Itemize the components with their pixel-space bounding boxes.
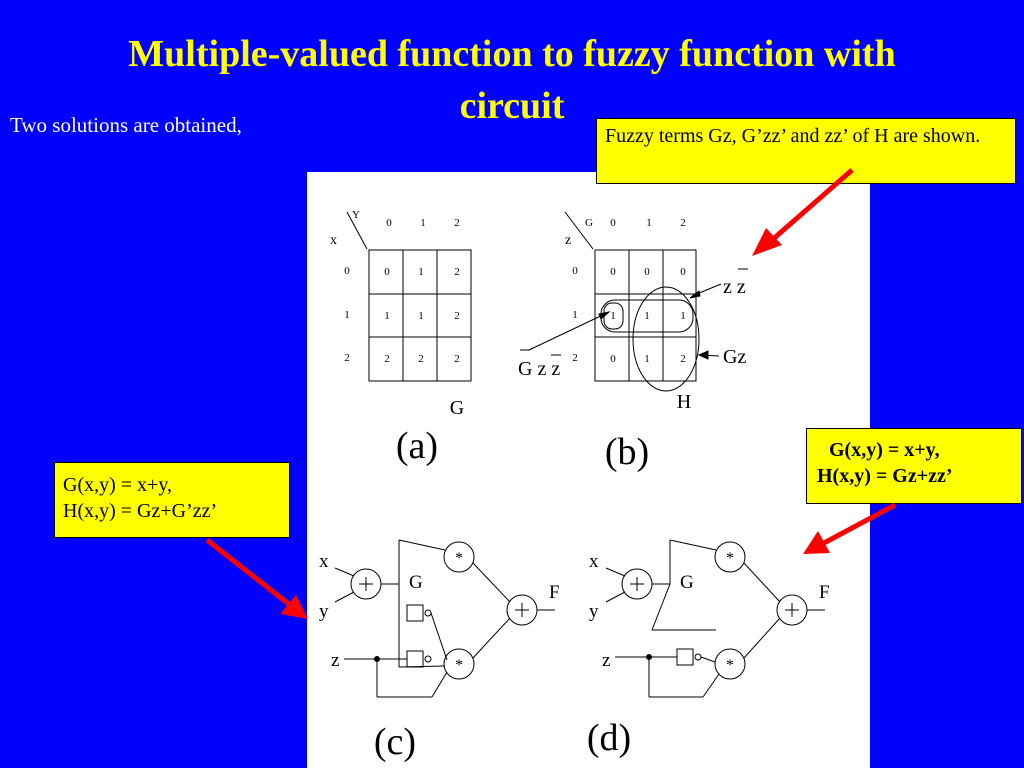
title-line-1: Multiple-valued function to fuzzy functi…: [128, 33, 896, 75]
figure-panel: Y x 0 1 2 0 1 2 0 1 2 1 1: [307, 172, 870, 768]
kmap-b-cell: 0: [610, 266, 616, 278]
kmap-a-cell: 2: [418, 353, 424, 365]
kmap-a-name: G: [450, 397, 464, 419]
mult-top-d: [714, 541, 746, 573]
kmap-a-row-2: 2: [344, 352, 350, 364]
circuit-c-f: F: [549, 582, 560, 603]
kmap-b-name: H: [677, 391, 691, 413]
circuit-d-z: z: [602, 650, 610, 671]
subtitle: Two solutions are obtained,: [10, 113, 242, 137]
kmap-b: G z 0 1 2 0 1 2 0: [518, 211, 748, 473]
svg-text:*: *: [455, 657, 463, 674]
kmap-a-row-var: x: [330, 233, 337, 248]
kmap-a-row-0: 0: [344, 265, 350, 277]
note-solution-c: G(x,y) = x+y, H(x,y) = Gz+G’zz’: [54, 462, 290, 538]
kmap-a-cell: 1: [418, 266, 424, 278]
kmap-b-cell: 1: [644, 310, 650, 322]
kmap-a-col-0: 0: [386, 217, 392, 229]
mult-top-c: [443, 541, 475, 573]
kmap-b-cell: 2: [680, 353, 686, 365]
kmap-a: Y x 0 1 2 0 1 2 0 1 2 1 1: [330, 209, 472, 467]
kmap-a-col-var: Y: [352, 209, 360, 221]
circuit-d-labels: x y z G F * *: [589, 550, 830, 674]
circuit-c-z: z: [331, 650, 339, 671]
kmap-b-cell: 1: [680, 310, 686, 322]
kmap-a-grid: [368, 249, 472, 382]
note-solution-d: G(x,y) = x+y, H(x,y) = Gz+zz’: [806, 428, 1022, 504]
circuit-c: [334, 539, 555, 698]
note-fuzzy-terms: Fuzzy terms Gz, G’zz’ and zz’ of H are s…: [596, 118, 1016, 184]
arrow-to-circuit-c: [205, 538, 308, 619]
caption-a: (a): [396, 425, 438, 467]
caption-b: (b): [605, 431, 649, 473]
kmap-a-cell: 0: [384, 266, 390, 278]
note-solution-c-line2: H(x,y) = Gz+G’zz’: [63, 500, 218, 522]
circuit-d-y: y: [589, 601, 599, 622]
circuit-c-y: y: [319, 601, 329, 622]
kmap-b-col-1: 1: [646, 217, 652, 229]
note-solution-d-line2: H(x,y) = Gz+zz’: [817, 465, 953, 487]
caption-c: (c): [374, 721, 416, 763]
slide-title: Multiple-valued function to fuzzy functi…: [0, 28, 1024, 132]
kmap-b-row-2: 2: [572, 352, 578, 364]
kmap-b-cell: 0: [680, 266, 686, 278]
kmap-b-cell: 0: [644, 266, 650, 278]
kmap-b-cell: 0: [610, 353, 616, 365]
label-gz: Gz: [723, 346, 746, 368]
kmap-a-col-2: 2: [454, 217, 460, 229]
label-gzz-bar: G z z: [518, 349, 561, 380]
kmap-a-cell: 2: [384, 353, 390, 365]
kmap-b-col-2: 2: [680, 217, 686, 229]
kmap-a-cell: 2: [454, 310, 460, 322]
circuit-d-f: F: [819, 582, 830, 603]
kmap-a-diagonal: [346, 211, 368, 250]
kmap-a-col-1: 1: [420, 217, 426, 229]
not-gate-d: [676, 648, 694, 666]
not-gate-top-c: [406, 604, 424, 622]
svg-text:*: *: [726, 657, 734, 674]
kmap-b-row-1: 1: [572, 309, 578, 321]
kmap-a-cell: 2: [454, 266, 460, 278]
title-line-2: circuit: [459, 85, 565, 127]
mult-bottom-d: [714, 648, 746, 680]
kmap-b-row-0: 0: [572, 265, 578, 277]
svg-text:*: *: [455, 550, 463, 567]
figure-svg: Y x 0 1 2 0 1 2 0 1 2 1 1: [319, 209, 830, 763]
label-gzz: G z z: [518, 358, 560, 380]
caption-d: (d): [587, 717, 631, 759]
note-solution-c-line1: G(x,y) = x+y,: [63, 474, 173, 496]
kmap-b-row-var: z: [565, 233, 571, 248]
mult-bottom-c: [443, 648, 475, 680]
kmap-a-cell: 1: [418, 310, 424, 322]
kmap-b-cell: 1: [610, 310, 616, 322]
kmap-a-cell: 1: [384, 310, 390, 322]
circuit-c-x: x: [319, 551, 329, 572]
note-solution-d-line1: G(x,y) = x+y,: [829, 439, 940, 461]
not-gate-bottom-c: [406, 650, 424, 668]
kmap-b-col-var: G: [585, 217, 593, 229]
label-zz: z z: [723, 276, 746, 298]
circuit-c-labels: x y z G F * *: [319, 550, 560, 674]
circuit-d-x: x: [589, 551, 599, 572]
kmap-a-cell: 2: [454, 353, 460, 365]
circuit-d-g: G: [680, 572, 694, 593]
circuit-c-g: G: [409, 572, 423, 593]
label-zz-bar: z z: [723, 268, 748, 298]
note-fuzzy-terms-text: Fuzzy terms Gz, G’zz’ and zz’ of H are s…: [605, 125, 981, 147]
kmap-b-cell: 1: [644, 353, 650, 365]
group-gz: [632, 286, 700, 392]
kmap-b-col-0: 0: [610, 217, 616, 229]
circuit-d: [605, 539, 825, 698]
kmap-a-row-1: 1: [344, 309, 350, 321]
svg-text:*: *: [726, 550, 734, 567]
